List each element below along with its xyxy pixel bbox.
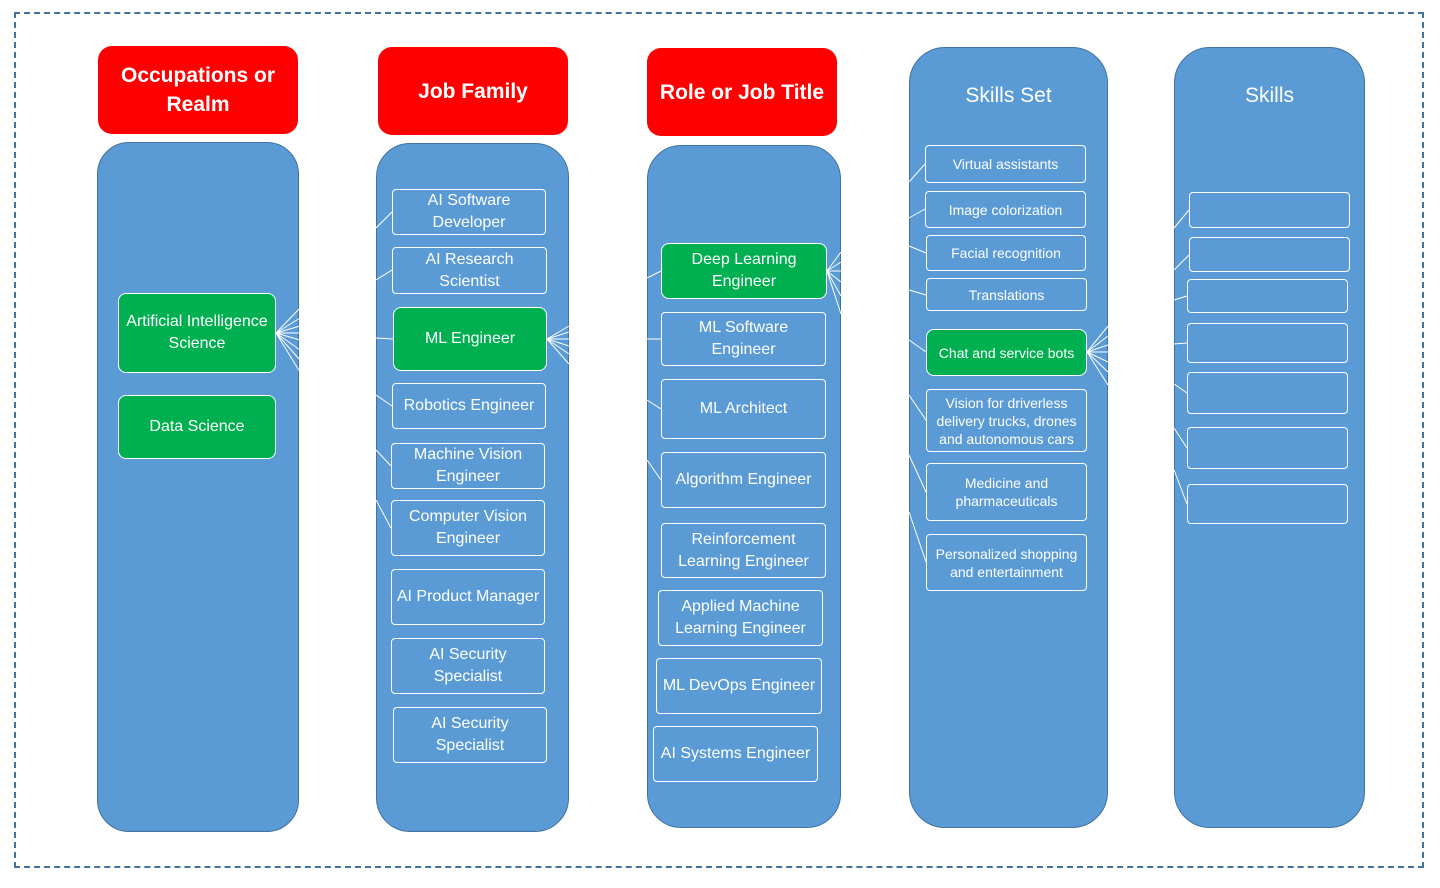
skill-empty-6[interactable]	[1187, 427, 1348, 469]
column-occupations	[97, 142, 299, 832]
job-family-machine-vision-engineer[interactable]: Machine Vision Engineer	[391, 443, 545, 489]
skill-empty-5[interactable]	[1187, 372, 1348, 414]
skill-empty-7[interactable]	[1187, 484, 1348, 524]
job-family-ai-research-scientist[interactable]: AI Research Scientist	[392, 247, 547, 294]
job-family-computer-vision-engineer[interactable]: Computer Vision Engineer	[391, 500, 545, 556]
skill-set-medicine-pharma[interactable]: Medicine and pharmaceuticals	[926, 463, 1087, 521]
job-family-robotics-engineer[interactable]: Robotics Engineer	[392, 383, 546, 429]
skill-set-image-colorization[interactable]: Image colorization	[925, 191, 1086, 228]
header-skills: Skills	[1244, 84, 1294, 107]
role-ml-software-engineer[interactable]: ML Software Engineer	[661, 312, 826, 366]
skill-set-facial-recognition[interactable]: Facial recognition	[926, 235, 1086, 271]
skill-set-translations[interactable]: Translations	[926, 278, 1087, 311]
job-family-ai-security-specialist-2[interactable]: AI Security Specialist	[393, 707, 547, 763]
job-family-ai-security-specialist-1[interactable]: AI Security Specialist	[391, 638, 545, 694]
role-ml-architect[interactable]: ML Architect	[661, 379, 826, 439]
header-skills-set: Skills Set	[965, 84, 1052, 107]
role-algorithm-engineer[interactable]: Algorithm Engineer	[661, 452, 826, 508]
role-ai-systems-engineer[interactable]: AI Systems Engineer	[653, 726, 818, 782]
header-job-family: Job Family	[378, 47, 568, 135]
occupation-data-science[interactable]: Data Science	[118, 395, 276, 459]
header-occupations: Occupations or Realm	[98, 46, 298, 134]
job-family-ml-engineer[interactable]: ML Engineer	[393, 307, 547, 371]
skill-set-personalized-shopping[interactable]: Personalized shopping and entertainment	[926, 534, 1087, 591]
role-deep-learning-engineer[interactable]: Deep Learning Engineer	[661, 243, 827, 299]
job-family-ai-product-manager[interactable]: AI Product Manager	[391, 569, 545, 625]
skill-empty-3[interactable]	[1187, 279, 1348, 313]
role-ml-devops-engineer[interactable]: ML DevOps Engineer	[656, 658, 822, 714]
role-applied-ml-engineer[interactable]: Applied Machine Learning Engineer	[658, 590, 823, 646]
job-family-ai-software-developer[interactable]: AI Software Developer	[392, 189, 546, 235]
skill-set-vision-driverless[interactable]: Vision for driverless delivery trucks, d…	[926, 389, 1087, 452]
header-role: Role or Job Title	[647, 48, 837, 136]
skill-empty-2[interactable]	[1189, 237, 1350, 272]
occupation-ai-science[interactable]: Artificial Intelligence Science	[118, 293, 276, 373]
skill-empty-4[interactable]	[1187, 323, 1348, 363]
role-reinforcement-learning-engineer[interactable]: Reinforcement Learning Engineer	[661, 523, 826, 578]
skill-set-chat-service-bots[interactable]: Chat and service bots	[926, 329, 1087, 376]
diagram-frame	[14, 12, 1424, 868]
skill-empty-1[interactable]	[1189, 192, 1350, 228]
skill-set-virtual-assistants[interactable]: Virtual assistants	[925, 145, 1086, 183]
